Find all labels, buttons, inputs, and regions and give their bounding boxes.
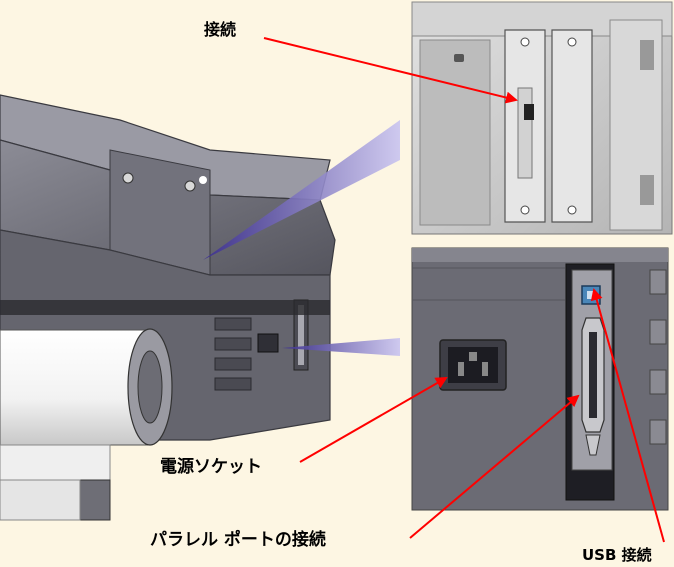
arrow-usb — [590, 288, 665, 543]
pointer-wedge-upper — [203, 120, 400, 260]
inset-rear-ports — [411, 247, 669, 511]
arrow-power-socket — [299, 377, 448, 463]
label-parallel-port: パラレル ポートの接続 — [150, 530, 326, 550]
printer-illustration — [0, 94, 336, 521]
arrow-parallel-port — [409, 394, 580, 539]
arrow-connection — [263, 37, 518, 104]
label-power-socket: 電源ソケット — [160, 457, 262, 477]
label-usb-connection: USB 接続 — [582, 546, 652, 564]
label-connection: 接続 — [204, 20, 237, 39]
inset-expansion-slot — [411, 1, 673, 235]
pointer-wedge-lower — [282, 338, 400, 356]
